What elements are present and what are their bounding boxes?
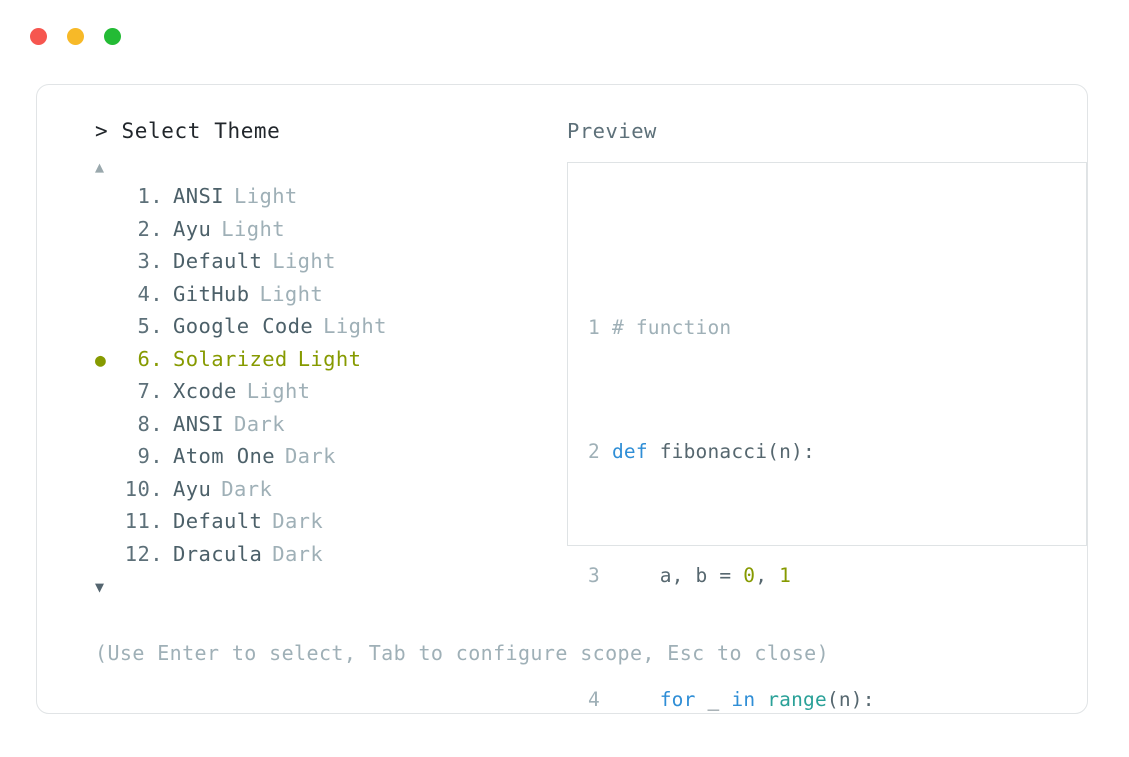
- theme-item-number: 7.: [137, 379, 163, 403]
- maximize-window-button[interactable]: [104, 28, 121, 45]
- theme-item-name: Xcode: [173, 379, 237, 403]
- theme-item-variant: Light: [233, 184, 298, 208]
- theme-item-number: 5.: [137, 314, 163, 338]
- theme-item-variant: Dark: [272, 509, 324, 533]
- selected-bullet-icon: ●: [95, 417, 121, 435]
- theme-item-name: Ayu: [173, 216, 212, 241]
- page-title-text: Select Theme: [121, 119, 281, 143]
- selected-bullet-icon: ●: [95, 514, 121, 532]
- theme-item-name: Default: [173, 249, 263, 273]
- theme-list-item[interactable]: ●12. Dracula Dark: [95, 542, 537, 575]
- theme-item-number: 12.: [124, 541, 163, 566]
- code-token-plain: [612, 688, 660, 711]
- theme-item-name: Ayu: [173, 476, 212, 501]
- selected-bullet-icon: ●: [95, 254, 121, 272]
- close-window-button[interactable]: [30, 28, 47, 45]
- selected-bullet-icon: ●: [95, 547, 121, 565]
- selected-bullet-icon: ●: [95, 482, 121, 500]
- theme-item-variant: Light: [246, 379, 311, 403]
- theme-list-item[interactable]: ● 6. Solarized Light: [95, 347, 537, 380]
- theme-list-item[interactable]: ●10. Ayu Dark: [95, 477, 537, 510]
- selected-bullet-icon: ●: [95, 287, 121, 305]
- theme-item-variant: Light: [272, 249, 336, 273]
- theme-item-name: Default: [173, 509, 263, 533]
- theme-list-item[interactable]: ● 7. Xcode Light: [95, 379, 537, 412]
- theme-item-name: ANSI: [173, 184, 224, 208]
- code-line-4: 4 for _ in range(n):: [586, 684, 1086, 715]
- window-titlebar: [30, 28, 121, 45]
- theme-item-variant: Dark: [221, 476, 273, 501]
- theme-list-item[interactable]: ● 5. Google Code Light: [95, 314, 537, 347]
- theme-item-number: 10.: [124, 476, 163, 501]
- selected-bullet-icon: ●: [95, 319, 121, 337]
- page-title: > Select Theme: [95, 121, 537, 142]
- preview-column: Preview 1 # function 2 def fibonacci(n):…: [537, 119, 1087, 711]
- theme-item-number: 9.: [137, 444, 163, 468]
- code-token-plain: _: [695, 687, 732, 711]
- code-token-number: 1: [779, 563, 792, 587]
- theme-item-name: Dracula: [173, 541, 263, 566]
- theme-item-number: 1.: [137, 184, 163, 208]
- theme-item-number: 4.: [137, 281, 163, 306]
- theme-item-variant: Dark: [233, 411, 285, 436]
- preview-box: 1 # function 2 def fibonacci(n): 3 a, b …: [567, 161, 1087, 711]
- theme-picker-panel: > Select Theme ▲ ●1.ANSILight●2.AyuLight…: [36, 84, 1088, 714]
- code-token-function: fibonacci(n):: [647, 439, 815, 463]
- theme-list-item[interactable]: ● 8. ANSI Dark: [95, 412, 537, 445]
- minimize-window-button[interactable]: [67, 28, 84, 45]
- theme-item-variant: Light: [221, 216, 285, 241]
- theme-list-item[interactable]: ●11. Default Dark: [95, 509, 537, 542]
- code-token-builtin: range: [767, 687, 827, 711]
- code-line-3: 3 a, b = 0, 1: [586, 560, 1086, 591]
- selected-bullet-icon: ●: [95, 222, 121, 240]
- selected-bullet-icon: ●: [95, 349, 107, 371]
- code-token-keyword: def: [611, 439, 648, 463]
- code-token-comment: # function: [611, 315, 732, 339]
- theme-item-variant: Light: [297, 346, 362, 371]
- theme-item-number: 11.: [124, 509, 163, 533]
- code-line-2: 2 def fibonacci(n):: [586, 436, 1086, 467]
- theme-item-number: 2.: [137, 216, 163, 241]
- theme-item-name: ANSI: [173, 411, 224, 436]
- theme-list-item[interactable]: ● 4. GitHub Light: [95, 282, 537, 315]
- theme-list-item[interactable]: ● 9. Atom One Dark: [95, 444, 537, 477]
- code-token-plain: (n):: [826, 687, 875, 711]
- theme-item-name: Solarized: [173, 346, 288, 371]
- preview-label: Preview: [567, 119, 657, 143]
- code-token-number: 0: [743, 563, 756, 587]
- theme-item-variant: Light: [323, 314, 387, 338]
- code-token-plain: ,: [755, 563, 780, 587]
- line-number: 4: [588, 687, 600, 711]
- theme-list-item[interactable]: ● 1. ANSI Light: [95, 184, 537, 217]
- theme-selector-column: > Select Theme ▲ ●1.ANSILight●2.AyuLight…: [67, 121, 537, 600]
- theme-item-number: 8.: [137, 411, 163, 436]
- line-number: 2: [588, 439, 600, 463]
- scroll-up-icon[interactable]: ▲: [95, 158, 105, 176]
- line-number: 1: [588, 315, 600, 339]
- keyboard-hint: (Use Enter to select, Tab to configure s…: [95, 641, 830, 665]
- prompt-caret-icon: >: [95, 119, 109, 143]
- theme-list-item[interactable]: ● 2. Ayu Light: [95, 217, 537, 250]
- theme-item-number: 6.: [137, 346, 163, 371]
- theme-item-name: Atom One: [173, 444, 275, 468]
- code-token-plain: a, b =: [611, 563, 744, 587]
- selected-bullet-icon: ●: [95, 449, 121, 467]
- theme-list-item[interactable]: ● 3. Default Light: [95, 249, 537, 282]
- code-sample: 1 # function 2 def fibonacci(n): 3 a, b …: [586, 219, 1086, 757]
- code-token-keyword: in: [731, 687, 756, 711]
- code-line-1: 1 # function: [586, 312, 1086, 343]
- line-number: 3: [588, 563, 600, 587]
- selected-bullet-icon: ●: [95, 384, 121, 402]
- theme-item-variant: Dark: [272, 541, 324, 566]
- theme-item-number: 3.: [137, 249, 163, 273]
- theme-list: ●1.ANSILight●2.AyuLight●3.DefaultLight●4…: [95, 184, 537, 574]
- theme-item-variant: Light: [259, 281, 324, 306]
- scroll-down-icon[interactable]: ▼: [95, 578, 105, 596]
- theme-item-variant: Dark: [284, 444, 336, 468]
- code-token-plain: [755, 688, 767, 711]
- theme-item-name: GitHub: [173, 281, 250, 306]
- selected-bullet-icon: ●: [95, 189, 121, 207]
- theme-item-name: Google Code: [173, 314, 314, 338]
- code-token-keyword: for: [659, 687, 696, 711]
